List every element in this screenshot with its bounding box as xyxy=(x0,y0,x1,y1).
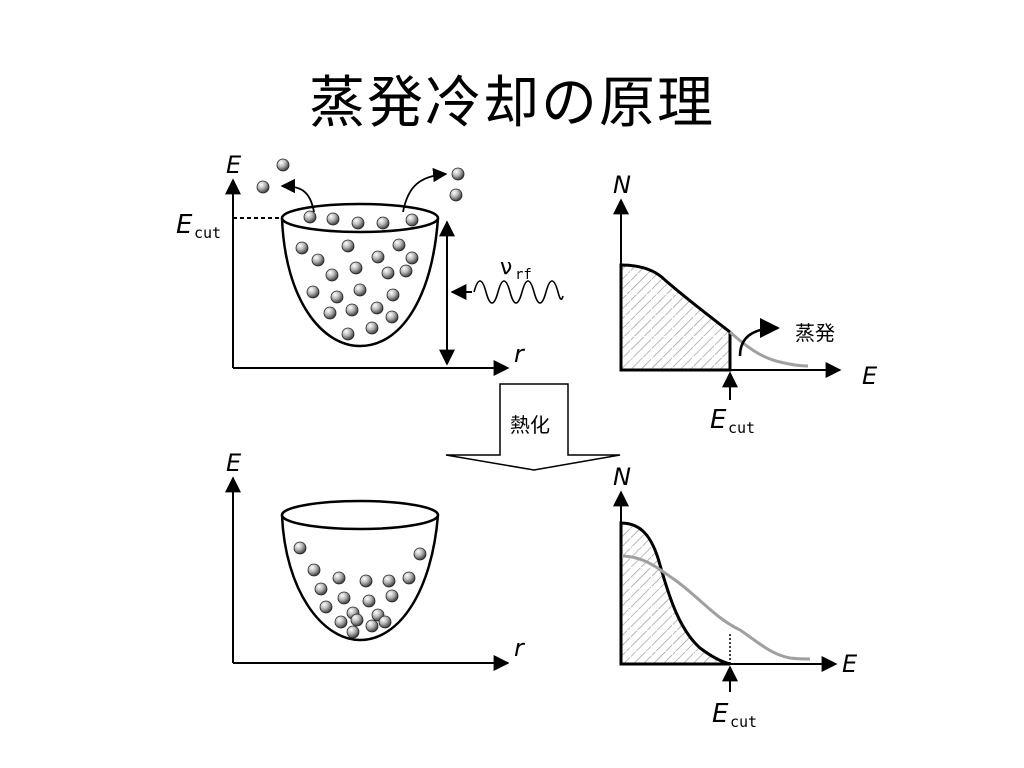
top-dist-cut-label: E xyxy=(710,405,727,435)
trap-bowl xyxy=(280,217,440,348)
bottom-dist-x-label: E xyxy=(842,650,858,678)
atom xyxy=(365,321,379,335)
bottom-dist-y-label: N xyxy=(613,463,631,491)
atom xyxy=(341,239,355,253)
atom xyxy=(295,241,309,255)
thermalization-label: 熱化 xyxy=(510,413,550,437)
bottom-dist-previous-curve xyxy=(620,554,811,661)
bottom-dist-cut-label: E xyxy=(712,699,729,729)
bottom-distribution-panel: N E E cut xyxy=(613,463,858,731)
atom xyxy=(337,591,351,605)
top-dist-evaporated-tail xyxy=(729,330,809,368)
bottom-trap-panel: E r xyxy=(225,449,526,671)
atom xyxy=(365,619,379,633)
bottom-trap-bowl xyxy=(280,514,440,642)
atom xyxy=(341,327,355,341)
atom xyxy=(392,238,406,252)
atom xyxy=(314,582,328,596)
rf-wave xyxy=(473,280,564,304)
atom xyxy=(353,283,367,297)
escape-arrow-left xyxy=(280,178,315,213)
atom xyxy=(345,303,359,317)
atom xyxy=(293,541,307,555)
atom xyxy=(382,574,396,588)
bottom-trap-rim xyxy=(280,499,440,531)
trap-rim xyxy=(280,202,440,234)
atom xyxy=(276,158,290,172)
top-atoms xyxy=(256,158,465,341)
rf-label-sub: rf xyxy=(515,267,532,283)
atom xyxy=(402,571,416,585)
top-trap-cut-label: E xyxy=(176,210,193,240)
atom xyxy=(350,613,364,627)
atom xyxy=(346,625,360,639)
atom xyxy=(330,290,344,304)
top-trap-y-label: E xyxy=(226,151,242,179)
atom xyxy=(449,188,463,202)
top-dist-y-label: N xyxy=(613,171,631,199)
atom xyxy=(311,253,325,267)
atom xyxy=(413,547,427,561)
atom xyxy=(307,563,321,577)
top-trap-cut-sub: cut xyxy=(194,224,221,242)
top-dist-x-label: E xyxy=(862,362,878,390)
top-trap-panel: E r E cut xyxy=(176,151,564,376)
atom xyxy=(405,213,419,227)
atom xyxy=(334,615,348,629)
bottom-dist-grid xyxy=(621,523,730,664)
atom xyxy=(451,167,465,181)
atom xyxy=(370,301,384,315)
atom xyxy=(386,288,400,302)
bottom-trap-x-label: r xyxy=(514,634,526,662)
top-dist-grid xyxy=(621,265,730,370)
atom xyxy=(303,210,317,224)
atom xyxy=(323,306,337,320)
atom xyxy=(349,261,363,275)
atom xyxy=(399,264,413,278)
atom xyxy=(351,216,365,230)
thermalization-arrow: 熱化 xyxy=(445,383,621,471)
atom xyxy=(378,615,392,629)
atom xyxy=(371,250,385,264)
thermalization-arrow-shape xyxy=(445,383,621,471)
bottom-trap-y-label: E xyxy=(226,449,242,477)
evaporation-label: 蒸発 xyxy=(795,321,835,345)
top-trap-x-label: r xyxy=(514,340,526,368)
bottom-dist-outline xyxy=(619,521,731,666)
atom xyxy=(362,594,376,608)
bottom-atoms xyxy=(293,541,427,639)
atom xyxy=(385,589,399,603)
rf-label: ν xyxy=(500,255,512,280)
atom xyxy=(332,571,346,585)
top-dist-outline xyxy=(619,263,732,372)
atom xyxy=(385,310,399,324)
top-dist-cut-sub: cut xyxy=(728,419,755,437)
evaporation-arrow xyxy=(738,318,780,357)
atom xyxy=(359,574,373,588)
escape-arrow-right xyxy=(402,167,448,213)
atom xyxy=(376,216,390,230)
bottom-dist-cut-sub: cut xyxy=(730,713,757,731)
atom xyxy=(319,600,333,614)
top-distribution-panel: N E E cut 蒸発 xyxy=(613,171,878,437)
atom xyxy=(381,266,395,280)
atom xyxy=(306,285,320,299)
atom xyxy=(256,180,270,194)
slide-title: 蒸発冷却の原理 xyxy=(309,71,715,136)
atom xyxy=(405,251,419,265)
atom xyxy=(326,212,340,226)
atom xyxy=(325,268,339,282)
